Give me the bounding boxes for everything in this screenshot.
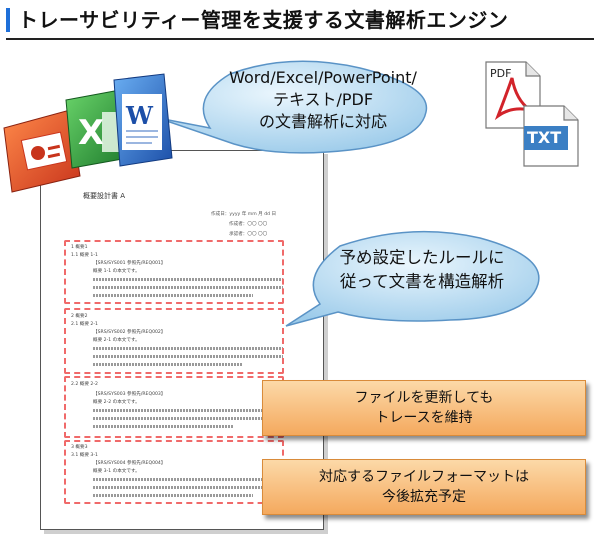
section-subheading: 2.1 概要 2-1 bbox=[71, 322, 98, 327]
rules-callout-line: 予め設定したルールに bbox=[339, 248, 505, 267]
title-divider bbox=[6, 38, 594, 40]
powerpoint-icon bbox=[3, 109, 81, 193]
formats-callout-bubble bbox=[157, 60, 428, 154]
section-subheading: 1.1 概要 1-1 bbox=[71, 253, 98, 258]
title-accent-bar bbox=[6, 8, 10, 32]
document-meta-date: 作成日：yyyy 年 mm 月 dd 日 bbox=[211, 212, 277, 217]
detected-section-box bbox=[64, 308, 284, 374]
section-heading: 2 概要2 bbox=[71, 314, 88, 319]
requirement-tag: 【SRS/SYS002 参照先/REQ002】 bbox=[93, 330, 166, 335]
requirement-tag: 【SRS/SYS001 参照先/REQ001】 bbox=[93, 261, 166, 266]
section-body: 概要 2-1 の本文です。 bbox=[93, 338, 140, 343]
feature-box-line: ファイルを更新しても bbox=[354, 390, 494, 406]
requirement-tag: 【SRS/SYS004 参照先/REQ004】 bbox=[93, 461, 166, 466]
excel-icon: X bbox=[65, 89, 129, 169]
word-icon: W bbox=[113, 73, 173, 167]
section-heading: 3 概要3 bbox=[71, 445, 88, 450]
pdf-label: PDF bbox=[490, 67, 512, 80]
section-subheading: 3.1 概要 3-1 bbox=[71, 453, 98, 458]
detected-section-box bbox=[64, 376, 284, 438]
section-heading: 2.2 概要 2-2 bbox=[71, 382, 98, 387]
feature-box-line: 今後拡充予定 bbox=[382, 489, 466, 505]
detected-section-box bbox=[64, 240, 284, 304]
section-body: 概要 2-2 の本文です。 bbox=[93, 400, 140, 405]
page-title: トレーサビリティー管理を支援する文書解析エンジン bbox=[18, 8, 509, 32]
txt-document-icon bbox=[523, 105, 579, 167]
text-filler bbox=[93, 494, 253, 497]
detected-section-box bbox=[64, 440, 284, 504]
rules-callout-bubble bbox=[285, 230, 540, 327]
text-filler bbox=[93, 363, 243, 366]
sample-document: 概要設計書 A 作成日：yyyy 年 mm 月 dd 日 作成者：〇〇 〇〇 承… bbox=[40, 150, 324, 530]
feature-box-formats: 対応するファイルフォーマットは 今後拡充予定 bbox=[262, 459, 586, 515]
text-filler bbox=[93, 278, 283, 281]
text-filler bbox=[93, 425, 233, 428]
section-body: 概要 3-1 の本文です。 bbox=[93, 469, 140, 474]
text-filler bbox=[93, 486, 283, 489]
document-title: 概要設計書 A bbox=[83, 192, 126, 200]
formats-callout-line: の文書解析に対応 bbox=[258, 112, 387, 131]
rules-callout-line: 従って文書を構造解析 bbox=[339, 272, 505, 291]
text-filler bbox=[93, 294, 253, 297]
title-bar: トレーサビリティー管理を支援する文書解析エンジン bbox=[6, 6, 594, 40]
feature-box-line: トレースを維持 bbox=[375, 410, 473, 426]
svg-text:X: X bbox=[78, 113, 104, 153]
formats-callout-line: テキスト/PDF bbox=[272, 90, 374, 109]
text-filler bbox=[93, 286, 283, 289]
feature-box-line: 対応するファイルフォーマットは bbox=[319, 469, 529, 485]
formats-callout-text: Word/Excel/PowerPoint/ テキスト/PDF の文書解析に対応 bbox=[198, 67, 448, 133]
section-body: 概要 1-1 の本文です。 bbox=[93, 269, 140, 274]
text-filler bbox=[93, 355, 283, 358]
document-meta-author: 作成者：〇〇 〇〇 bbox=[229, 222, 268, 227]
formats-callout-line: Word/Excel/PowerPoint/ bbox=[229, 68, 417, 87]
svg-text:W: W bbox=[125, 101, 154, 130]
feature-box-trace: ファイルを更新しても トレースを維持 bbox=[262, 380, 586, 436]
txt-file-icon: TXT bbox=[522, 104, 580, 168]
requirement-tag: 【SRS/SYS003 参照先/REQ003】 bbox=[93, 392, 166, 397]
section-heading: 1 概要1 bbox=[71, 245, 88, 250]
text-filler bbox=[93, 417, 283, 420]
rules-callout-text: 予め設定したルールに 従って文書を構造解析 bbox=[312, 246, 532, 294]
text-filler bbox=[93, 478, 283, 481]
document-meta-approver: 承認者：〇〇 〇〇 bbox=[229, 232, 268, 237]
text-filler bbox=[93, 409, 283, 412]
text-filler bbox=[93, 347, 283, 350]
txt-label: TXT bbox=[527, 128, 562, 147]
